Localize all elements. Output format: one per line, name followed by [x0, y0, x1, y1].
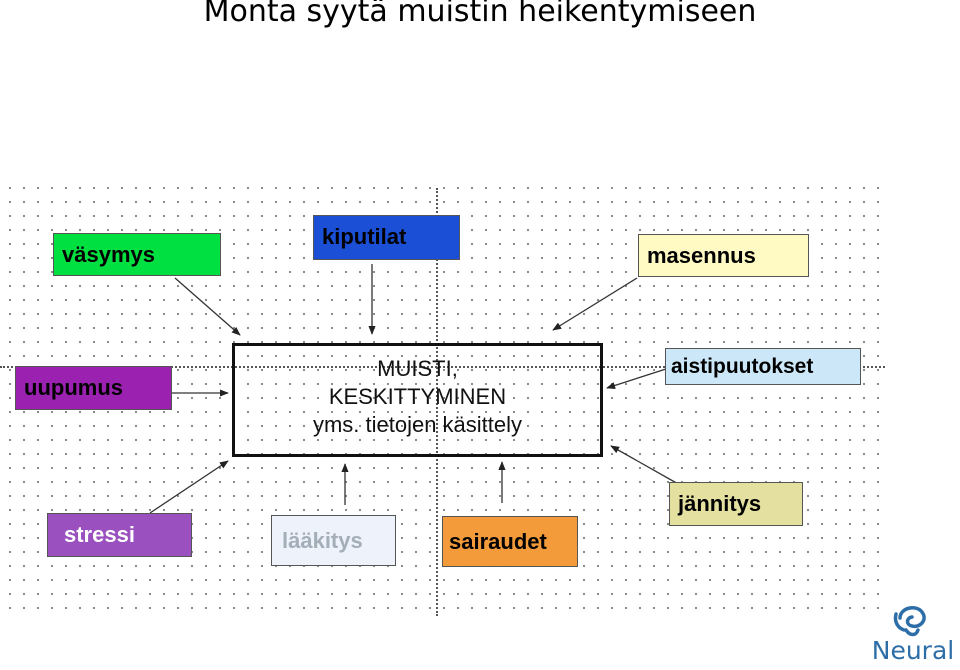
- factor-label-aistipuutokset: aistipuutokset: [671, 354, 814, 378]
- factor-label-kiputilat: kiputilat: [322, 224, 407, 249]
- center-box-memory: MUISTI, KESKITTYMINEN yms. tietojen käsi…: [232, 343, 603, 457]
- factor-box-aistipuutokset: aistipuutokset: [665, 348, 861, 385]
- factor-box-masennus: masennus: [638, 234, 809, 277]
- factor-label-sairaudet: sairaudet: [449, 528, 547, 554]
- factor-label-vasymys: väsymys: [62, 241, 155, 267]
- factor-box-jannitys: jännitys: [669, 482, 803, 526]
- factor-label-jannitys: jännitys: [678, 491, 762, 516]
- neural-logo-text: Neural: [871, 636, 955, 665]
- arrow-vasymys: [174, 277, 241, 336]
- factor-label-stressi: stressi: [64, 522, 135, 547]
- factor-box-kiputilat: kiputilat: [313, 215, 460, 260]
- factor-label-masennus: masennus: [647, 242, 756, 268]
- neural-logo: Neural: [866, 600, 960, 670]
- arrow-aistipuutokset: [606, 368, 667, 389]
- vertical-guide-line: [436, 188, 438, 616]
- neural-logo-icon: [893, 606, 926, 637]
- center-line-1: MUISTI,: [377, 356, 458, 381]
- factor-label-uupumus: uupumus: [24, 375, 123, 400]
- factor-box-vasymys: väsymys: [53, 233, 221, 276]
- arrow-jannitys: [610, 445, 681, 486]
- arrow-masennus: [552, 277, 638, 331]
- arrow-stressi: [149, 460, 229, 514]
- factor-box-uupumus: uupumus: [15, 366, 172, 410]
- page-title: Monta syytä muistin heikentymiseen: [203, 0, 757, 29]
- factor-box-laakitys: lääkitys: [271, 515, 396, 566]
- center-line-3: yms. tietojen käsittely: [312, 412, 523, 437]
- factor-box-sairaudet: sairaudet: [442, 516, 578, 567]
- factor-box-stressi: stressi: [47, 513, 192, 557]
- factor-label-laakitys: lääkitys: [282, 527, 363, 553]
- center-line-2: KESKITTYMINEN: [328, 384, 507, 409]
- horizontal-guide-line: [0, 366, 885, 368]
